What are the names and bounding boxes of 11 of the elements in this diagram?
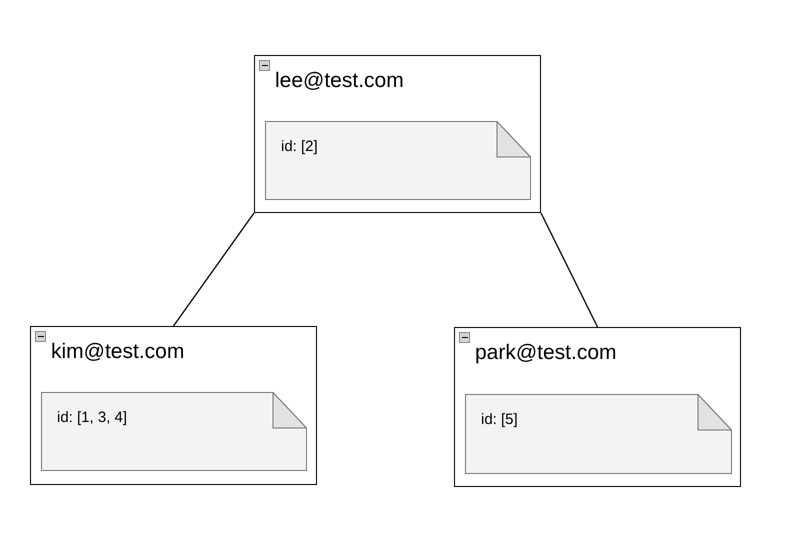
container-box <box>454 327 741 487</box>
email-heading: kim@test.com <box>51 339 184 365</box>
note-text: id: [2] <box>281 137 318 157</box>
note-text: id: [1, 3, 4] <box>57 408 128 428</box>
container-box <box>30 326 317 485</box>
note-text: id: [5] <box>481 410 518 430</box>
connector-line <box>172 212 255 326</box>
email-heading: park@test.com <box>475 340 617 366</box>
container-box <box>254 55 541 213</box>
connector-line <box>540 212 598 328</box>
email-heading: lee@test.com <box>275 68 404 94</box>
